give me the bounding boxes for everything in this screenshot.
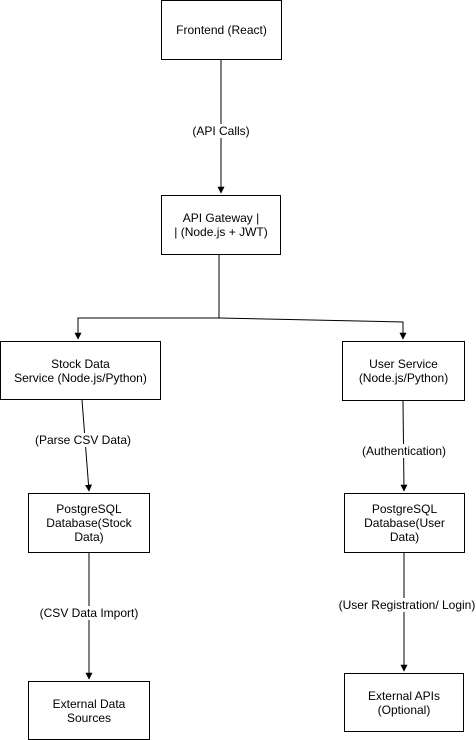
- user-database-node[interactable]: PostgreSQL Database(User Data): [344, 493, 465, 553]
- edge-label-authentication: (Authentication): [360, 444, 448, 458]
- edge-gateway-user-service: [218, 317, 407, 340]
- external-apis-node[interactable]: External APIs (Optional): [344, 673, 464, 732]
- stock-data-service-node[interactable]: Stock Data Service (Node.js/Python): [0, 341, 161, 400]
- edge-gateway-stock-service: [74, 255, 220, 340]
- stock-database-node-label: PostgreSQL Database(Stock Data): [46, 502, 132, 544]
- frontend-node-label: Frontend (React): [176, 23, 267, 37]
- api-gateway-node-label: API Gateway | | (Node.js + JWT): [174, 211, 268, 239]
- external-apis-node-label: External APIs (Optional): [367, 688, 441, 717]
- user-service-node-label: User Service (Node.js/Python): [358, 357, 449, 385]
- user-database-node-label: PostgreSQL Database(User Data): [364, 502, 445, 544]
- stock-database-node[interactable]: PostgreSQL Database(Stock Data): [28, 493, 150, 553]
- edge-label-user-registration: (User Registration/ Login): [337, 598, 476, 612]
- user-service-node[interactable]: User Service (Node.js/Python): [342, 341, 465, 401]
- stock-data-service-node-label: Stock Data Service (Node.js/Python): [14, 356, 147, 385]
- edge-label-api-calls: (API Calls): [191, 124, 251, 138]
- edge-label-csv-import: (CSV Data Import): [38, 606, 140, 620]
- external-data-sources-node-label: External Data Sources: [52, 696, 126, 725]
- edge-label-parse-csv: (Parse CSV Data): [33, 433, 133, 447]
- external-data-sources-node[interactable]: External Data Sources: [28, 681, 150, 740]
- frontend-node[interactable]: Frontend (React): [161, 0, 282, 60]
- api-gateway-node[interactable]: API Gateway | | (Node.js + JWT): [161, 195, 281, 255]
